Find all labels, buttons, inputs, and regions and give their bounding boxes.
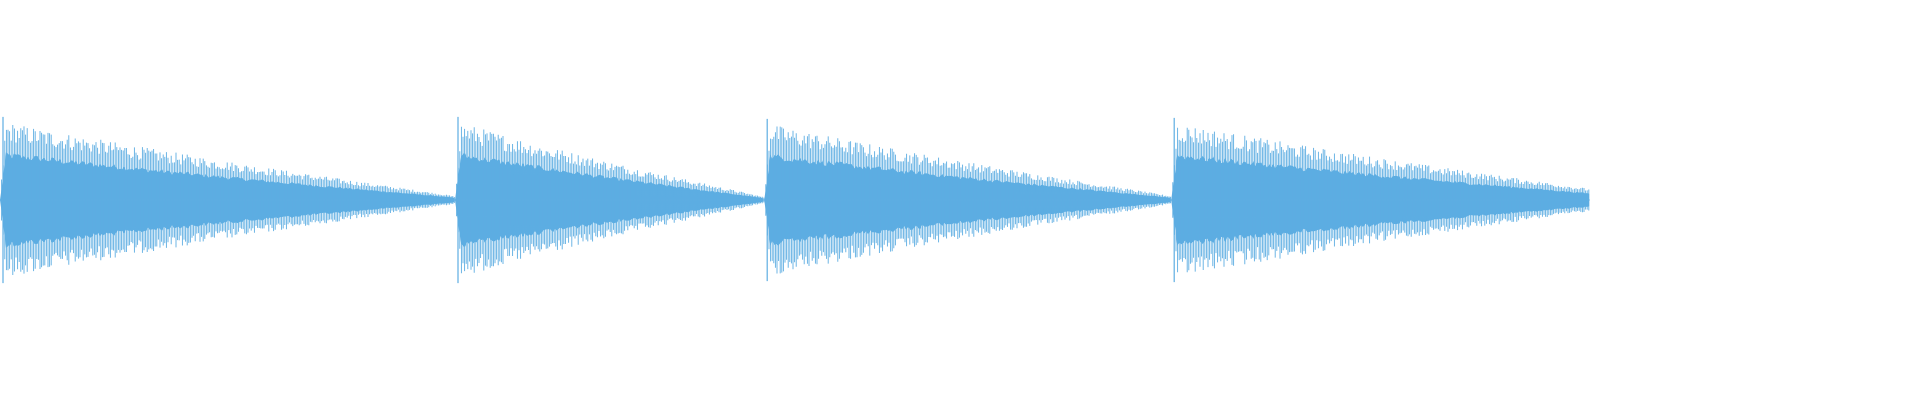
waveform-clips <box>0 116 1590 284</box>
